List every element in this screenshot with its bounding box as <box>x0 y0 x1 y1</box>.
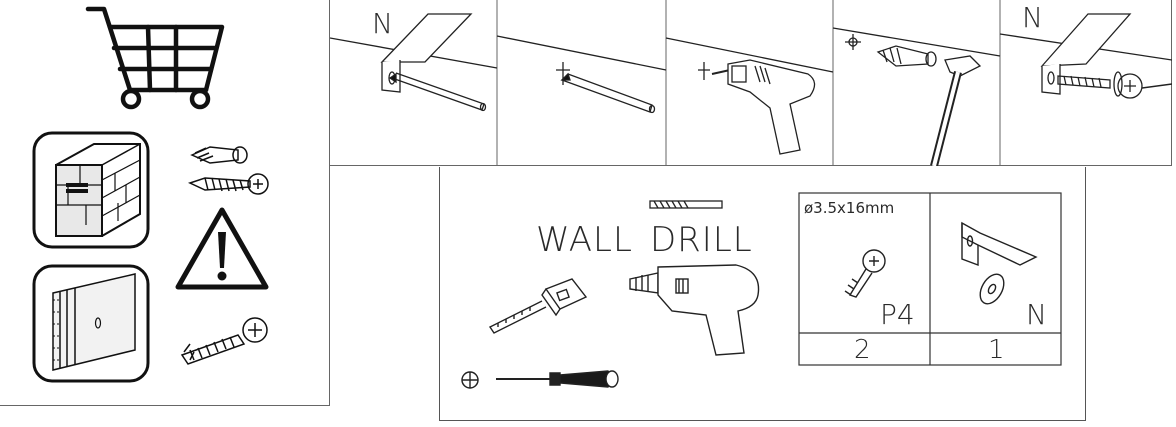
left-panel-drawing <box>32 6 269 383</box>
installation-steps-drawing <box>330 0 1172 166</box>
screw-qty-label: 2 <box>854 335 871 365</box>
step-1-mark-position <box>330 13 498 112</box>
warning-icon <box>175 207 269 290</box>
bracket-qty-label: 1 <box>988 335 1005 365</box>
left-panel <box>0 0 330 406</box>
step-1-label: N <box>372 7 393 40</box>
bracket-n-icon <box>961 221 1038 305</box>
drill-bit-icon <box>649 200 723 209</box>
step-5-label: N <box>1022 1 1043 34</box>
tools-drawing <box>461 192 1062 389</box>
power-drill-icon <box>629 264 760 356</box>
step-3-drill-hole <box>665 37 834 155</box>
parts-table <box>798 192 1062 366</box>
screw-spec-label: ø3.5x16mm <box>804 199 895 217</box>
shopping-cart-icon <box>85 6 225 110</box>
bracket-code-label: N <box>1026 298 1047 331</box>
step-4-insert-plug <box>832 27 1001 166</box>
wall-plug-and-screw-icon <box>187 146 269 195</box>
step-5-screw-bracket <box>999 13 1172 99</box>
screwdriver-icon <box>461 370 619 389</box>
drill-label: DRILL <box>650 220 753 260</box>
wall-label: WALL <box>536 220 633 260</box>
brick-wall-icon <box>32 131 150 249</box>
plasterboard-icon <box>32 264 150 383</box>
tape-measure-icon <box>488 278 588 334</box>
step-2-mark-wall <box>496 35 667 114</box>
screw-code-label: P4 <box>880 298 915 331</box>
tools-and-parts-panel: WALL DRILL <box>439 167 1086 421</box>
cavity-anchor-icon <box>180 317 268 365</box>
screw-p4-icon <box>844 249 886 298</box>
installation-steps-strip: N N <box>330 0 1172 166</box>
